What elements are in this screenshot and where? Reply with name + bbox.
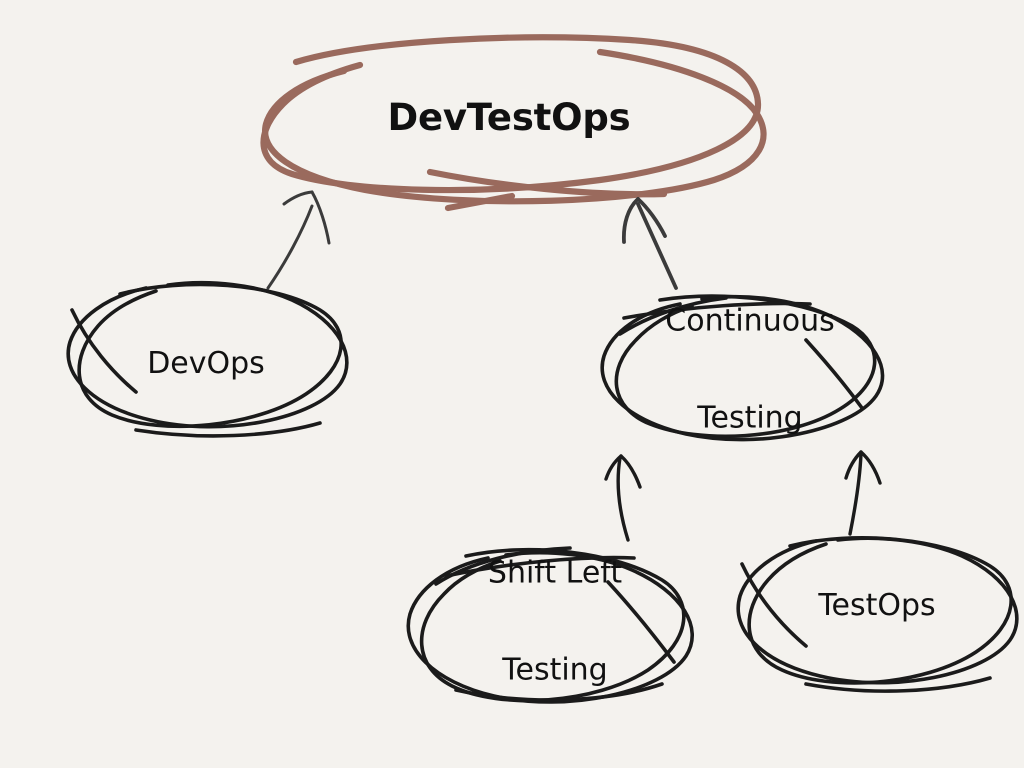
edge-shift-left-testing-to-continuous-testing[interactable] bbox=[604, 454, 642, 542]
node-shift-left-testing-shape[interactable] bbox=[406, 546, 694, 704]
edge-testops-to-continuous-testing[interactable] bbox=[844, 450, 882, 536]
node-testops-shape[interactable] bbox=[736, 536, 1019, 693]
edge-continuous-testing-to-devtestops[interactable] bbox=[622, 197, 678, 290]
node-devops-shape[interactable] bbox=[66, 280, 349, 438]
edge-devops-to-devtestops[interactable] bbox=[266, 190, 331, 290]
node-continuous-testing-shape[interactable] bbox=[600, 294, 885, 442]
node-devtestops-shape[interactable] bbox=[260, 34, 767, 212]
